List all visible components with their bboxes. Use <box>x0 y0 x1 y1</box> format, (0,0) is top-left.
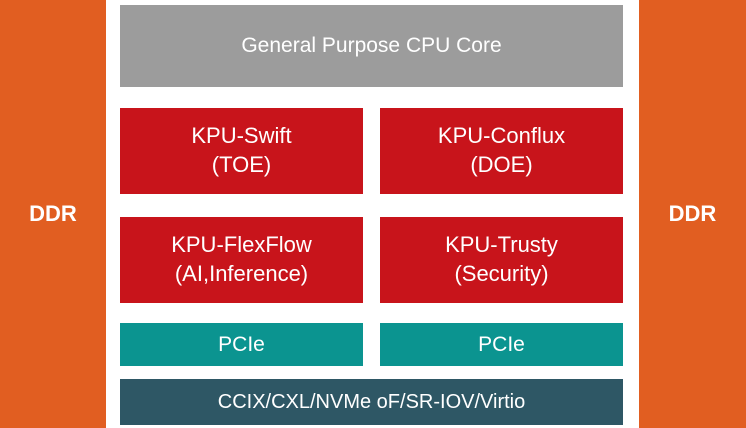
interconnect-bus-block: CCIX/CXL/NVMe oF/SR-IOV/Virtio <box>120 379 623 425</box>
kpu-flexflow-block: KPU-FlexFlow (AI,Inference) <box>120 217 363 303</box>
ddr-left-label: DDR <box>29 200 77 226</box>
kpu-swift-name: KPU-Swift <box>191 123 292 149</box>
kpu-conflux-name: KPU-Conflux <box>437 123 566 149</box>
kpu-swift-sub: (TOE) <box>211 152 272 177</box>
ddr-right-block: DDR <box>639 0 746 428</box>
kpu-trusty-name: KPU-Trusty <box>445 232 558 258</box>
kpu-flexflow-sub: (AI,Inference) <box>174 261 309 286</box>
kpu-trusty-sub: (Security) <box>454 261 549 286</box>
ddr-right-label: DDR <box>668 200 717 226</box>
pcie-left-label: PCIe <box>218 332 265 356</box>
pcie-right-label: PCIe <box>478 332 525 356</box>
cpu-core-label: General Purpose CPU Core <box>241 34 502 58</box>
cpu-core-block: General Purpose CPU Core <box>120 5 623 87</box>
kpu-flexflow-name: KPU-FlexFlow <box>171 232 312 258</box>
interconnect-bus-label: CCIX/CXL/NVMe oF/SR-IOV/Virtio <box>217 391 526 413</box>
kpu-conflux-sub: (DOE) <box>470 152 533 177</box>
kpu-trusty-block: KPU-Trusty (Security) <box>380 217 623 303</box>
kpu-conflux-block: KPU-Conflux (DOE) <box>380 108 623 194</box>
ddr-left-block: DDR <box>0 0 106 428</box>
kpu-swift-block: KPU-Swift (TOE) <box>120 108 363 194</box>
pcie-right-block: PCIe <box>380 323 623 366</box>
pcie-left-block: PCIe <box>120 323 363 366</box>
